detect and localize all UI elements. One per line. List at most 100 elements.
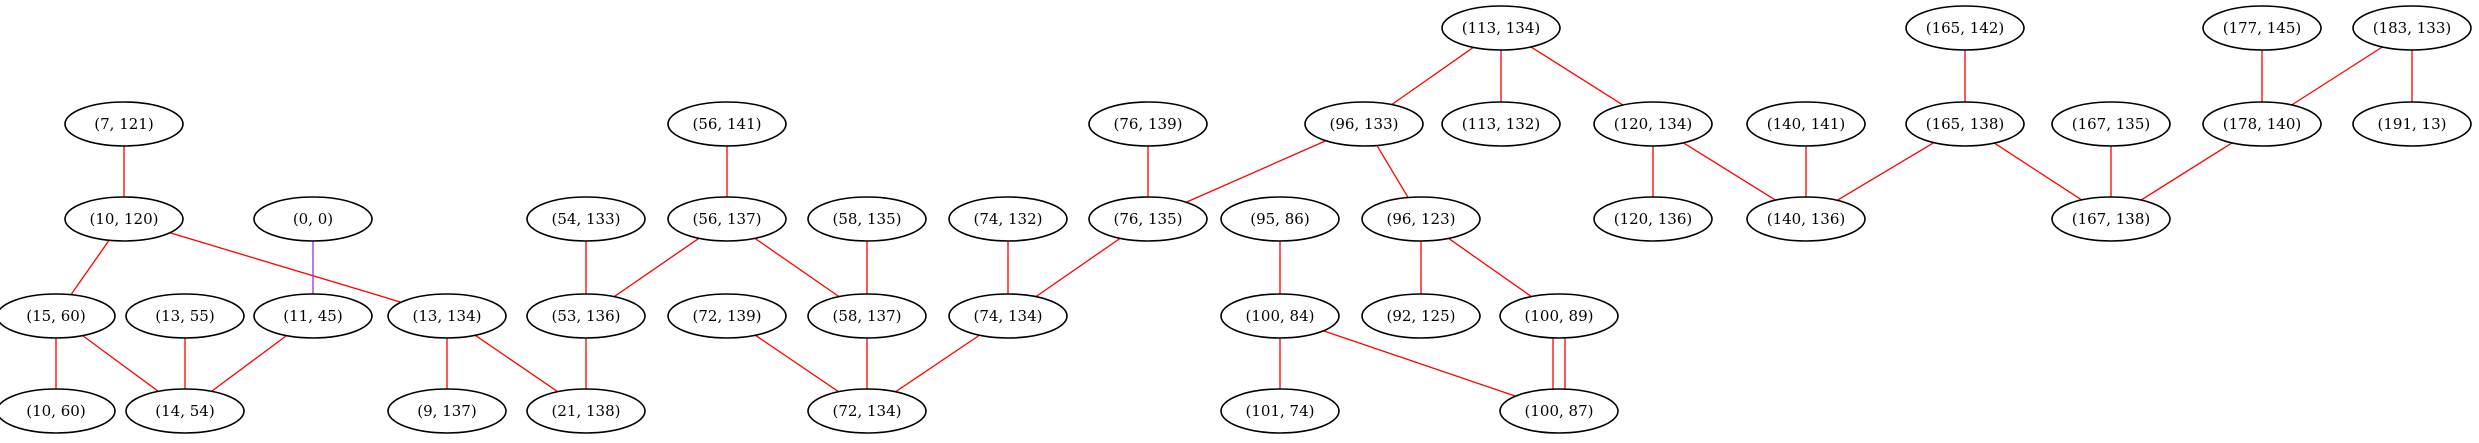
node-165-138: (165, 138) — [1905, 101, 2025, 147]
node-0-0: (0, 0) — [253, 196, 373, 242]
node-92-125: (92, 125) — [1361, 293, 1481, 339]
node-label: (15, 60) — [26, 307, 85, 325]
edge-13-134-to-21-138 — [474, 334, 559, 393]
node-label: (101, 74) — [1246, 402, 1315, 420]
node-96-123: (96, 123) — [1361, 196, 1481, 242]
node-ellipse — [1499, 293, 1619, 339]
edge-56-137-to-53-136 — [613, 237, 700, 298]
node-label: (13, 134) — [413, 307, 482, 325]
node-167-135: (167, 135) — [2051, 101, 2171, 147]
node-label: (140, 136) — [1767, 210, 1846, 228]
node-ellipse — [125, 293, 245, 339]
node-140-136: (140, 136) — [1746, 196, 1866, 242]
node-101-74: (101, 74) — [1220, 388, 1340, 434]
node-label: (177, 145) — [2223, 19, 2302, 37]
node-label: (14, 54) — [155, 402, 214, 420]
node-label: (165, 138) — [1926, 115, 2005, 133]
node-label: (11, 45) — [283, 307, 342, 325]
node-label: (100, 87) — [1525, 402, 1594, 420]
node-ellipse — [253, 293, 373, 339]
node-label: (56, 137) — [693, 210, 762, 228]
node-label: (100, 89) — [1525, 307, 1594, 325]
edge-76-135-to-74-134 — [1035, 237, 1121, 298]
node-label: (10, 60) — [26, 402, 85, 420]
node-ellipse — [1220, 293, 1340, 339]
node-ellipse — [0, 293, 116, 339]
node-label: (56, 141) — [693, 115, 762, 133]
node-140-141: (140, 141) — [1746, 101, 1866, 147]
node-ellipse — [807, 388, 927, 434]
node-13-134: (13, 134) — [387, 293, 507, 339]
node-ellipse — [1088, 196, 1208, 242]
edge-183-133-to-178-140 — [2291, 46, 2383, 106]
edge-100-84-to-100-87 — [1323, 330, 1516, 397]
node-label: (0, 0) — [293, 210, 333, 228]
node-label: (74, 132) — [974, 210, 1043, 228]
node-191-13: (191, 13) — [2352, 101, 2472, 147]
node-13-55: (13, 55) — [125, 293, 245, 339]
node-ellipse — [948, 293, 1068, 339]
node-ellipse — [1593, 196, 1713, 242]
node-ellipse — [1220, 388, 1340, 434]
node-56-141: (56, 141) — [667, 101, 787, 147]
node-ellipse — [2352, 101, 2472, 147]
node-label: (183, 133) — [2373, 19, 2452, 37]
node-ellipse — [125, 388, 245, 434]
node-ellipse — [1905, 5, 2025, 51]
edge-120-134-to-140-136 — [1683, 142, 1776, 201]
node-label: (72, 139) — [693, 307, 762, 325]
edge-96-133-to-96-123 — [1376, 145, 1409, 198]
node-label: (178, 140) — [2223, 115, 2302, 133]
node-10-120: (10, 120) — [64, 196, 184, 242]
node-ellipse — [807, 196, 927, 242]
node-9-137: (9, 137) — [387, 388, 507, 434]
edge-113-134-to-96-133 — [1391, 46, 1474, 106]
node-ellipse — [667, 293, 787, 339]
node-ellipse — [526, 196, 646, 242]
edge-56-137-to-58-137 — [754, 237, 840, 298]
node-100-87: (100, 87) — [1499, 388, 1619, 434]
node-label: (95, 86) — [1250, 210, 1309, 228]
node-14-54: (14, 54) — [125, 388, 245, 434]
edge-10-120-to-15-60 — [70, 239, 110, 296]
node-72-134: (72, 134) — [807, 388, 927, 434]
node-ellipse — [1746, 101, 1866, 147]
node-label: (53, 136) — [552, 307, 621, 325]
node-ellipse — [1361, 293, 1481, 339]
node-ellipse — [1905, 101, 2025, 147]
node-95-86: (95, 86) — [1220, 196, 1340, 242]
node-label: (9, 137) — [417, 402, 476, 420]
edge-96-123-to-100-89 — [1448, 237, 1532, 298]
node-11-45: (11, 45) — [253, 293, 373, 339]
edge-165-138-to-167-138 — [1993, 142, 2083, 201]
node-54-133: (54, 133) — [526, 196, 646, 242]
node-label: (72, 134) — [833, 402, 902, 420]
node-100-84: (100, 84) — [1220, 293, 1340, 339]
node-56-137: (56, 137) — [667, 196, 787, 242]
node-76-139: (76, 139) — [1088, 101, 1208, 147]
node-15-60: (15, 60) — [0, 293, 116, 339]
node-178-140: (178, 140) — [2202, 101, 2322, 147]
node-ellipse — [2202, 101, 2322, 147]
node-label: (10, 120) — [90, 210, 159, 228]
node-ellipse — [64, 101, 184, 147]
edge-72-139-to-72-134 — [755, 334, 839, 393]
node-ellipse — [667, 196, 787, 242]
node-ellipse — [667, 101, 787, 147]
edge-10-120-to-13-134 — [169, 232, 402, 303]
node-ellipse — [2202, 5, 2322, 51]
node-label: (54, 133) — [552, 210, 621, 228]
node-113-134: (113, 134) — [1441, 5, 1561, 51]
node-167-138: (167, 138) — [2051, 196, 2171, 242]
node-ellipse — [1746, 196, 1866, 242]
node-183-133: (183, 133) — [2352, 5, 2472, 51]
node-10-60: (10, 60) — [0, 388, 116, 434]
node-ellipse — [2352, 5, 2472, 51]
node-96-133: (96, 133) — [1304, 101, 1424, 147]
node-ellipse — [1499, 388, 1619, 434]
nodes-layer: (113, 134)(165, 142)(177, 145)(183, 133)… — [0, 5, 2472, 434]
node-label: (74, 134) — [974, 307, 1043, 325]
node-label: (167, 135) — [2072, 115, 2151, 133]
node-label: (113, 132) — [1462, 115, 1541, 133]
edges-layer — [55, 46, 2413, 397]
